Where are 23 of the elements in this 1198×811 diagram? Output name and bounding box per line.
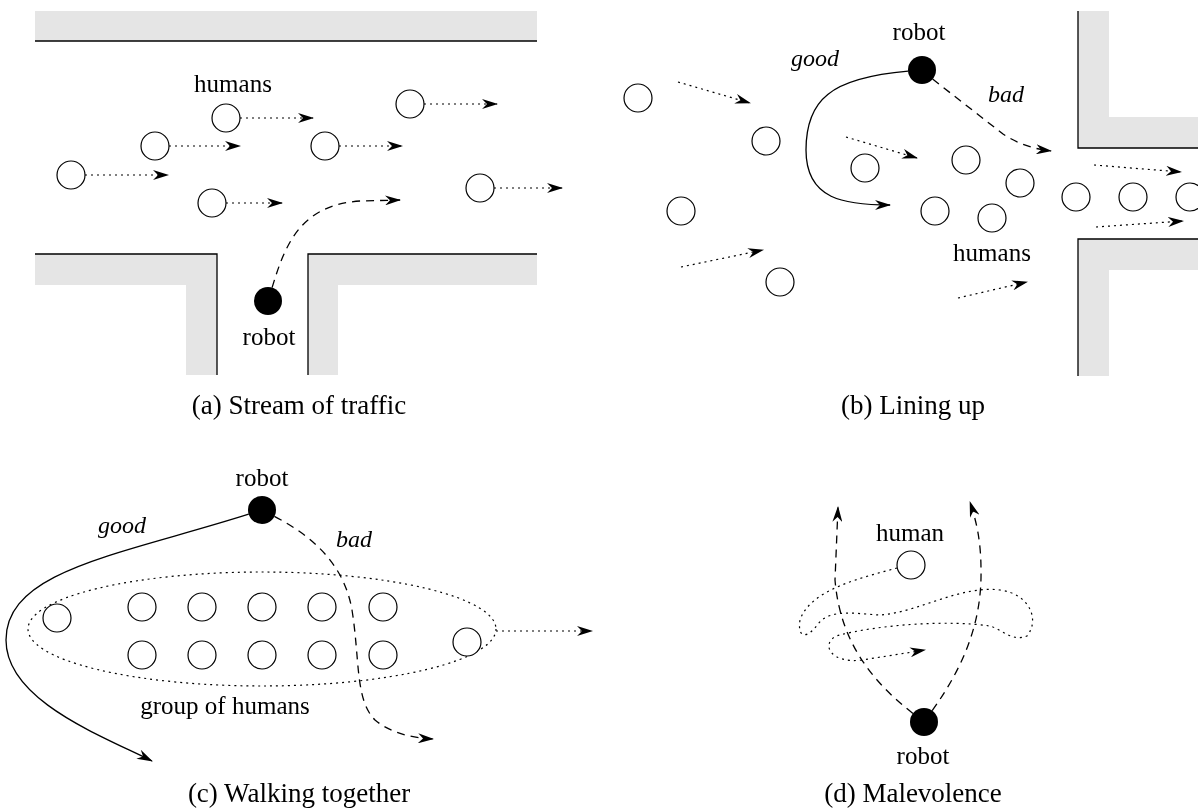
robot-dot: [908, 56, 936, 84]
robot-label: robot: [235, 464, 289, 490]
robot-label: robot: [242, 323, 296, 349]
group-label: human: [876, 519, 944, 545]
robot-label: robot: [896, 742, 950, 768]
trajectory-arrow: [931, 78, 1052, 155]
panel-caption: (a) Stream of traffic: [191, 391, 407, 419]
trajectory-arrow: [271, 195, 401, 289]
trajectory-arrow: [5, 513, 250, 762]
trajectory-arrow: [931, 501, 982, 712]
trajectory-arrow: [832, 506, 914, 715]
trajectory-arrow: [805, 70, 909, 210]
group-label: humans: [194, 70, 272, 96]
panel-caption: (b) Lining up: [841, 391, 985, 419]
panel-caption: (c) Walking together: [187, 779, 411, 807]
robot-dot: [248, 496, 276, 524]
group-label: group of humans: [140, 692, 310, 718]
robot-label: robot: [892, 18, 946, 44]
panel-caption: (d) Malevolence: [824, 779, 1002, 807]
trajectory-arrow: [273, 515, 434, 743]
group-label: humans: [953, 239, 1031, 265]
robot-dot: [254, 287, 282, 315]
robot-dot: [910, 708, 938, 736]
